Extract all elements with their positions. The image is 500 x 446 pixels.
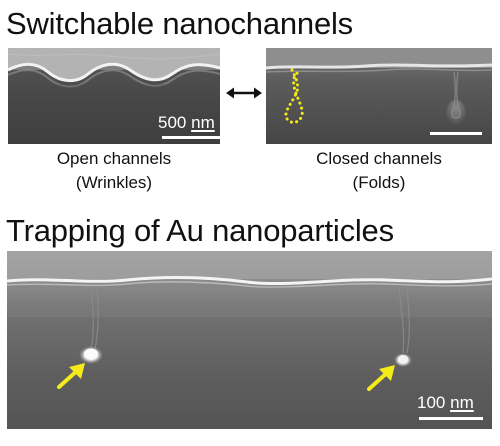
- sem-image-open-channels: 500 nm: [8, 48, 220, 144]
- title-switchable-nanochannels: Switchable nanochannels: [6, 6, 353, 41]
- scale-bar-unit-trap: nm: [450, 393, 474, 412]
- scale-bar-unit-open: nm: [191, 113, 215, 132]
- caption-closed-line2: (Folds): [352, 173, 406, 192]
- caption-closed-line1: Closed channels: [316, 149, 442, 168]
- title-trapping-au-nanoparticles: Trapping of Au nanoparticles: [6, 213, 394, 248]
- double-arrow-icon: [226, 87, 262, 99]
- sem-image-trapped-nanoparticles: 100 nm: [7, 251, 492, 429]
- arrow-icon: [367, 365, 395, 391]
- sem-image-closed-channels: [266, 48, 492, 144]
- caption-closed-channels: Closed channels (Folds): [266, 147, 492, 195]
- caption-open-line1: Open channels: [56, 149, 172, 168]
- caption-open-line2: (Wrinkles): [75, 173, 153, 192]
- arrow-icon: [57, 363, 85, 389]
- scale-bar-value-trap: 100: [417, 393, 446, 412]
- caption-open-channels: Open channels (Wrinkles): [8, 147, 220, 195]
- scale-bar-label-open: 500 nm: [158, 114, 215, 131]
- scale-bar-label-trap: 100 nm: [417, 394, 474, 411]
- scale-bar-value-open: 500: [158, 113, 187, 132]
